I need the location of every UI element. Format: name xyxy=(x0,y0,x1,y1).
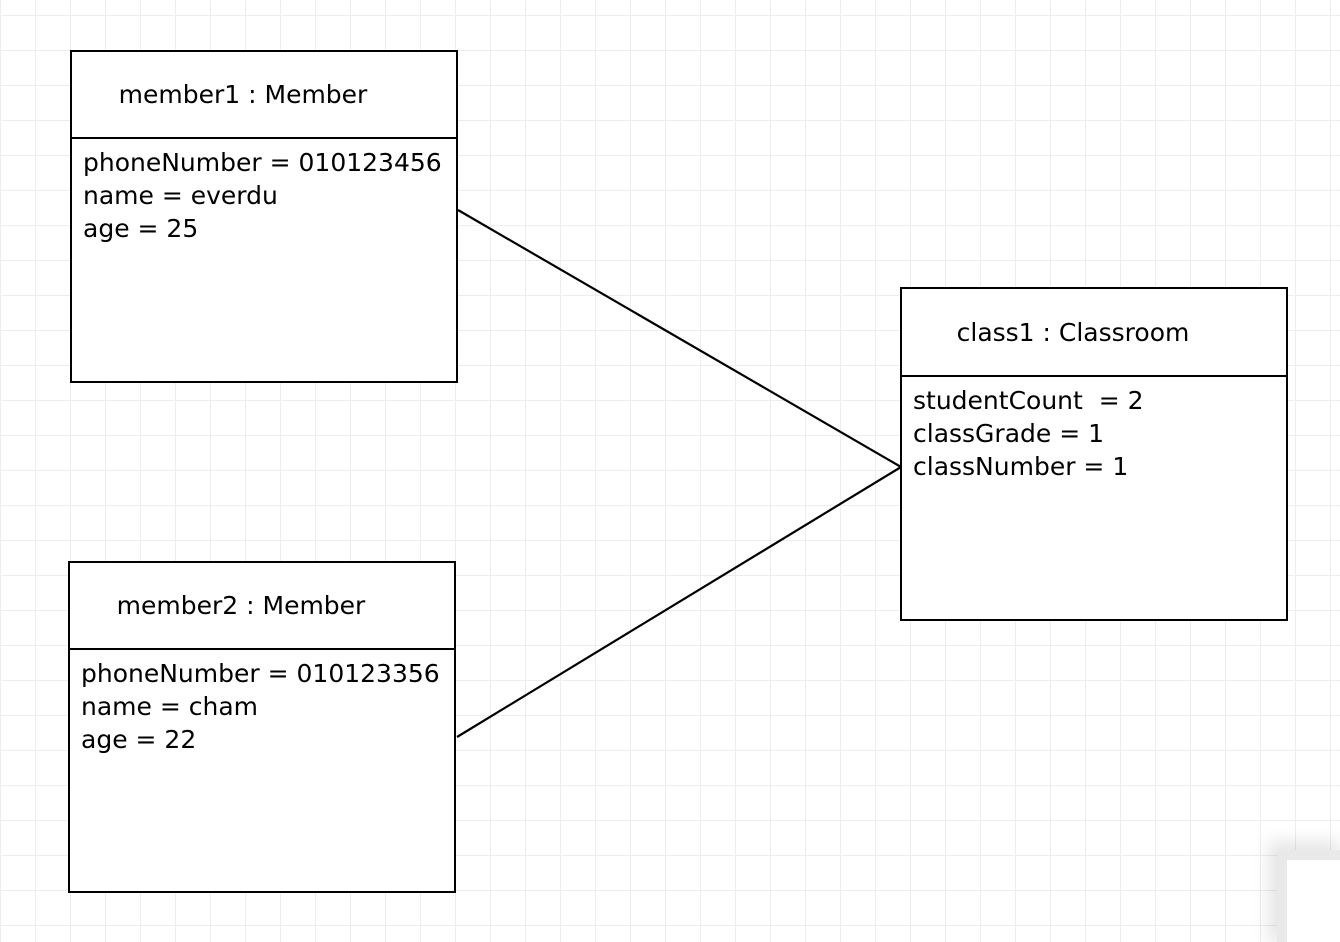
object-attribute: phoneNumber = 010123356 xyxy=(81,659,440,688)
object-title-class1: class1 : Classroom xyxy=(902,289,1286,377)
object-attribute: age = 25 xyxy=(83,214,199,243)
object-attributes-member1: phoneNumber = 010123456 name = everdu ag… xyxy=(72,139,456,245)
object-node-class1[interactable]: class1 : Classroom studentCount = 2 clas… xyxy=(900,287,1288,621)
object-attribute: name = everdu xyxy=(83,181,278,210)
object-attribute: classNumber = 1 xyxy=(913,452,1129,481)
object-attributes-member2: phoneNumber = 010123356 name = cham age … xyxy=(70,650,454,756)
object-title-member1: member1 : Member xyxy=(72,52,456,139)
object-attribute: age = 22 xyxy=(81,725,197,754)
edge-member1-class1[interactable] xyxy=(457,209,902,468)
object-attribute: name = cham xyxy=(81,692,259,721)
object-attribute: studentCount = 2 xyxy=(913,386,1144,415)
object-node-member1[interactable]: member1 : Member phoneNumber = 010123456… xyxy=(70,50,458,383)
object-attribute: phoneNumber = 010123456 xyxy=(83,148,442,177)
object-attributes-class1: studentCount = 2 classGrade = 1 classNum… xyxy=(902,377,1286,483)
edge-member2-class1[interactable] xyxy=(456,466,902,738)
object-node-member2[interactable]: member2 : Member phoneNumber = 010123356… xyxy=(68,561,456,893)
page-corner xyxy=(1277,850,1340,942)
object-title-member2: member2 : Member xyxy=(70,563,454,650)
object-attribute: classGrade = 1 xyxy=(913,419,1105,448)
